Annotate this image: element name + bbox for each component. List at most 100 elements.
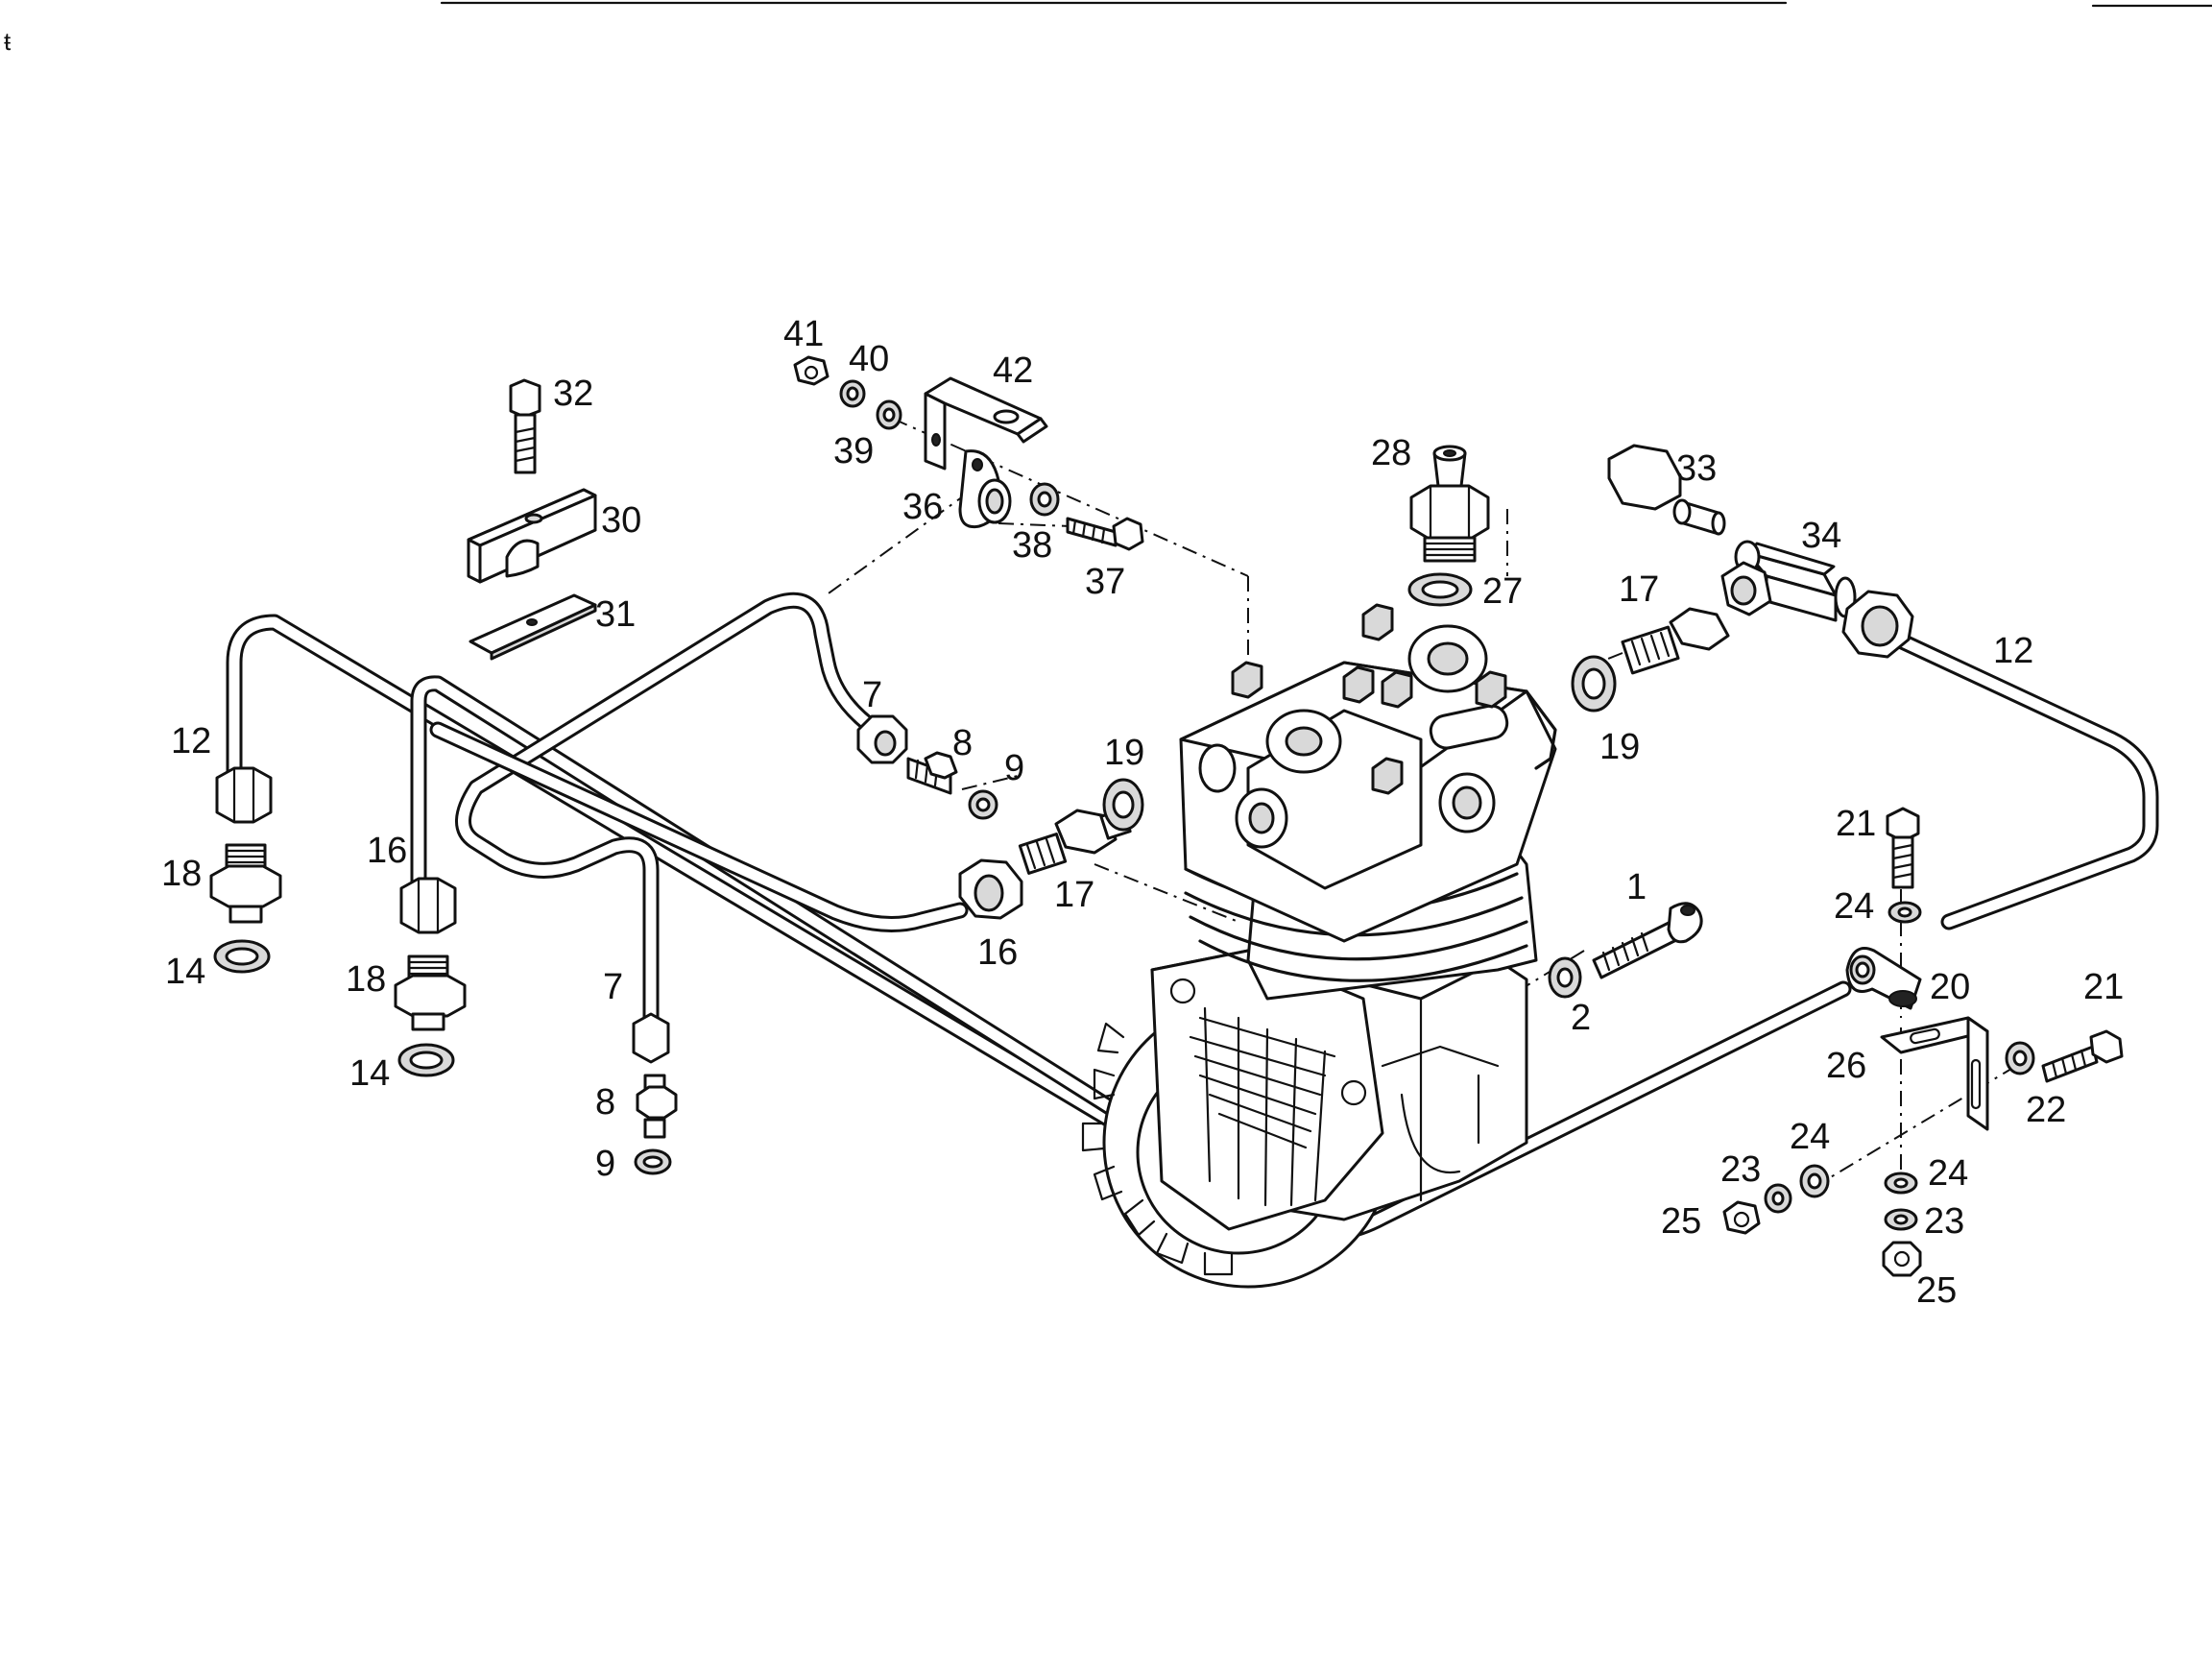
part-18-left-fitting	[209, 843, 282, 924]
part-8-bottom-fitting	[636, 1074, 678, 1139]
part-42-bracket	[924, 376, 1048, 471]
callout-7-bottom: 7	[603, 967, 623, 1007]
callout-26: 26	[1826, 1046, 1866, 1086]
callout-25-left: 25	[1661, 1201, 1701, 1242]
part-24-upper-washer	[1887, 901, 1922, 924]
part-39-washer	[876, 399, 902, 430]
callout-30: 30	[601, 500, 641, 541]
callout-37: 37	[1085, 562, 1125, 602]
callout-17-right: 17	[1619, 569, 1659, 610]
callout-23-left: 23	[1720, 1149, 1761, 1190]
callout-23-right: 23	[1924, 1201, 1964, 1242]
part-25-right-nut	[1882, 1241, 1922, 1277]
callout-32: 32	[553, 374, 593, 414]
part-19-right-washer	[1571, 655, 1617, 713]
part-41-nut	[793, 355, 830, 386]
callout-9-upper: 9	[1004, 748, 1024, 788]
callout-31: 31	[595, 594, 636, 635]
callout-17-left: 17	[1054, 875, 1094, 915]
callout-12-right: 12	[1993, 631, 2033, 671]
callout-8-bottom: 8	[595, 1082, 615, 1123]
callout-1: 1	[1626, 867, 1647, 907]
callout-34: 34	[1801, 516, 1841, 556]
callout-38: 38	[1012, 525, 1052, 566]
callout-16-right: 16	[977, 932, 1018, 973]
part-27-washer	[1407, 572, 1473, 607]
pipe-12-right	[1873, 623, 2159, 930]
callout-40: 40	[849, 339, 889, 379]
part-17-right-fitting	[1621, 607, 1730, 675]
callout-19-right: 19	[1599, 727, 1640, 767]
part-34-tee-fitting	[1720, 540, 1857, 622]
callout-27: 27	[1482, 571, 1523, 612]
part-14-left-washer	[213, 939, 271, 974]
part-16-right-nut	[958, 858, 1023, 920]
callout-42: 42	[993, 350, 1033, 391]
part-9-upper-washer	[968, 789, 998, 820]
part-2-washer	[1548, 956, 1582, 999]
callout-12-left: 12	[171, 721, 211, 761]
part-21-lower-bolt	[2041, 1029, 2124, 1083]
part-24-right-washer	[1884, 1172, 1918, 1195]
callout-labels: 41 40 42 39 36 38 37 32 30 31 28 27 33 3…	[161, 314, 2124, 1311]
callout-20: 20	[1930, 967, 1970, 1007]
part-14-center-washer	[397, 1043, 455, 1077]
callout-39: 39	[833, 431, 874, 471]
part-16-left-nut	[399, 877, 457, 934]
part-36-clip	[958, 449, 1012, 529]
callout-18-center: 18	[346, 959, 386, 1000]
pipe-7-left	[455, 592, 884, 1046]
callout-36: 36	[902, 487, 943, 527]
callout-21-upper: 21	[1836, 804, 1876, 844]
callout-22: 22	[2026, 1090, 2066, 1130]
part-7-upper-nut	[856, 714, 908, 764]
part-28-breather	[1409, 445, 1490, 563]
part-24-left-washer	[1799, 1164, 1830, 1198]
part-22-washer	[2005, 1041, 2035, 1075]
part-37-bolt	[1066, 517, 1144, 551]
callout-16-left: 16	[367, 831, 407, 871]
callout-14-left: 14	[165, 952, 205, 992]
part-9-bottom-washer	[634, 1148, 672, 1175]
part-31-plate	[469, 593, 597, 661]
part-40-washer	[839, 379, 866, 408]
part-32-bolt	[509, 378, 541, 474]
part-38-washer	[1029, 482, 1060, 517]
part-12-right-nut	[1841, 590, 1914, 659]
callout-9-bottom: 9	[595, 1144, 615, 1184]
callout-25-right: 25	[1916, 1270, 1957, 1311]
part-12-left-nut	[215, 766, 273, 824]
part-20-pipe-clamp	[1845, 947, 1922, 1010]
callout-24-left: 24	[1790, 1117, 1830, 1157]
part-23-left-lock-washer	[1764, 1183, 1792, 1214]
part-7-bottom-nut	[632, 1012, 670, 1064]
part-25-left-nut	[1722, 1200, 1761, 1235]
callout-7-upper: 7	[862, 675, 882, 715]
callout-2: 2	[1571, 998, 1591, 1038]
callout-41: 41	[783, 314, 824, 354]
callout-19-left: 19	[1104, 733, 1144, 773]
part-33-insert	[1672, 498, 1726, 536]
callout-24-upper: 24	[1834, 886, 1874, 927]
callout-33: 33	[1676, 448, 1717, 489]
part-26-bracket	[1880, 1016, 1989, 1131]
callout-18-left: 18	[161, 854, 202, 894]
callout-21-lower: 21	[2083, 967, 2124, 1007]
head-bolts	[1231, 603, 1507, 795]
callout-14-center: 14	[349, 1053, 390, 1094]
part-30-clamp-block	[467, 488, 597, 584]
part-19-left-washer	[1102, 778, 1144, 832]
callout-24-right: 24	[1928, 1153, 1968, 1194]
part-18-center-fitting	[394, 954, 467, 1031]
callout-8-upper: 8	[952, 723, 973, 763]
part-1-bolt	[1592, 902, 1703, 979]
top-border-line	[440, 1, 2212, 8]
part-21-upper-bolt	[1886, 807, 1920, 889]
pipe-16-right	[429, 721, 969, 932]
callout-28: 28	[1371, 433, 1411, 473]
part-8-upper-fitting	[906, 751, 958, 795]
part-33-union-nut	[1607, 444, 1682, 511]
part-23-right-lock-washer	[1884, 1208, 1918, 1231]
corner-mark: ŧ	[4, 27, 12, 56]
